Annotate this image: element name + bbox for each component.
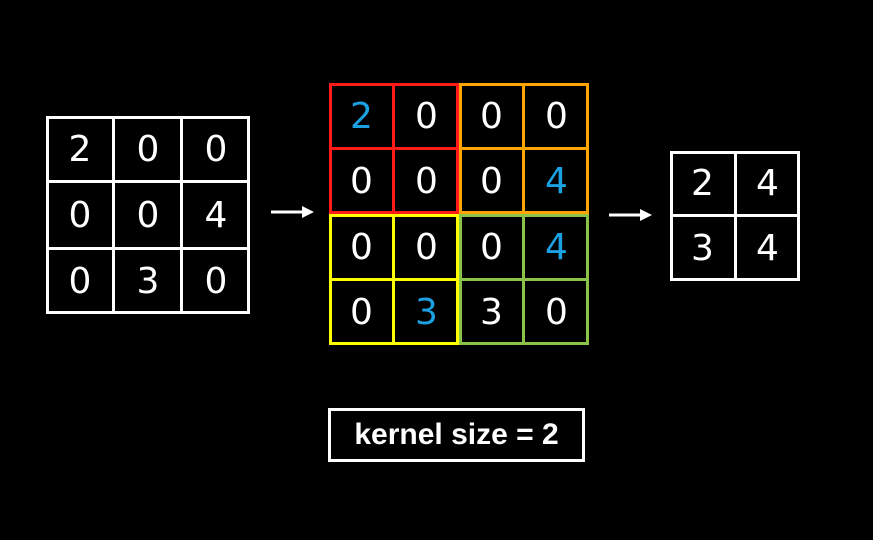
arrow-right-icon [271, 206, 314, 218]
input-cell-r1c2: 4 [204, 194, 228, 236]
padded-cell-r2c0: 0 [350, 226, 373, 268]
output-matrix: 2 4 3 4 [670, 151, 800, 281]
grid-line [180, 116, 183, 314]
padded-cell-r0c2: 0 [480, 95, 503, 137]
padded-cell-r0c1: 0 [415, 95, 438, 137]
input-cell-r1c0: 0 [68, 194, 92, 236]
padded-cell-r1c0: 0 [350, 160, 373, 202]
input-matrix-border [46, 116, 250, 314]
input-cell-r1c1: 0 [136, 194, 160, 236]
output-cell-r1c0: 3 [691, 228, 714, 269]
padded-matrix: 2 0 0 0 0 0 0 4 0 0 0 4 0 3 3 0 [329, 83, 589, 345]
padded-cell-r3c0: 0 [350, 291, 373, 333]
grid-line [329, 147, 459, 150]
kernel-size-label: kernel size = 2 [328, 408, 585, 462]
input-matrix: 2 0 0 0 0 4 0 3 0 [46, 116, 250, 314]
input-cell-r0c2: 0 [204, 128, 228, 170]
grid-line [46, 180, 250, 183]
grid-line [329, 278, 459, 281]
input-cell-r0c0: 2 [68, 128, 92, 170]
padded-cell-r1c3: 4 [545, 160, 568, 202]
input-cell-r2c2: 0 [204, 260, 228, 302]
input-cell-r2c1: 3 [136, 260, 160, 302]
padded-cell-r1c2: 0 [480, 160, 503, 202]
output-cell-r0c0: 2 [691, 163, 714, 204]
padded-cell-r0c3: 0 [545, 95, 568, 137]
padded-cell-r3c2: 3 [480, 291, 503, 333]
padded-cell-r0c0: 2 [350, 95, 373, 137]
grid-line [459, 278, 589, 281]
padded-cell-r2c1: 0 [415, 226, 438, 268]
padded-cell-r2c3: 4 [545, 226, 568, 268]
grid-line [46, 247, 250, 250]
grid-line [459, 147, 589, 150]
arrow-right-icon [609, 209, 652, 221]
padded-cell-r2c2: 0 [480, 226, 503, 268]
grid-line [670, 214, 800, 217]
padded-cell-r3c1: 3 [415, 291, 438, 333]
output-cell-r1c1: 4 [756, 228, 779, 269]
padded-cell-r1c1: 0 [415, 160, 438, 202]
grid-line [112, 116, 115, 314]
output-cell-r0c1: 4 [756, 163, 779, 204]
input-cell-r2c0: 0 [68, 260, 92, 302]
input-cell-r0c1: 0 [136, 128, 160, 170]
padded-cell-r3c3: 0 [545, 291, 568, 333]
